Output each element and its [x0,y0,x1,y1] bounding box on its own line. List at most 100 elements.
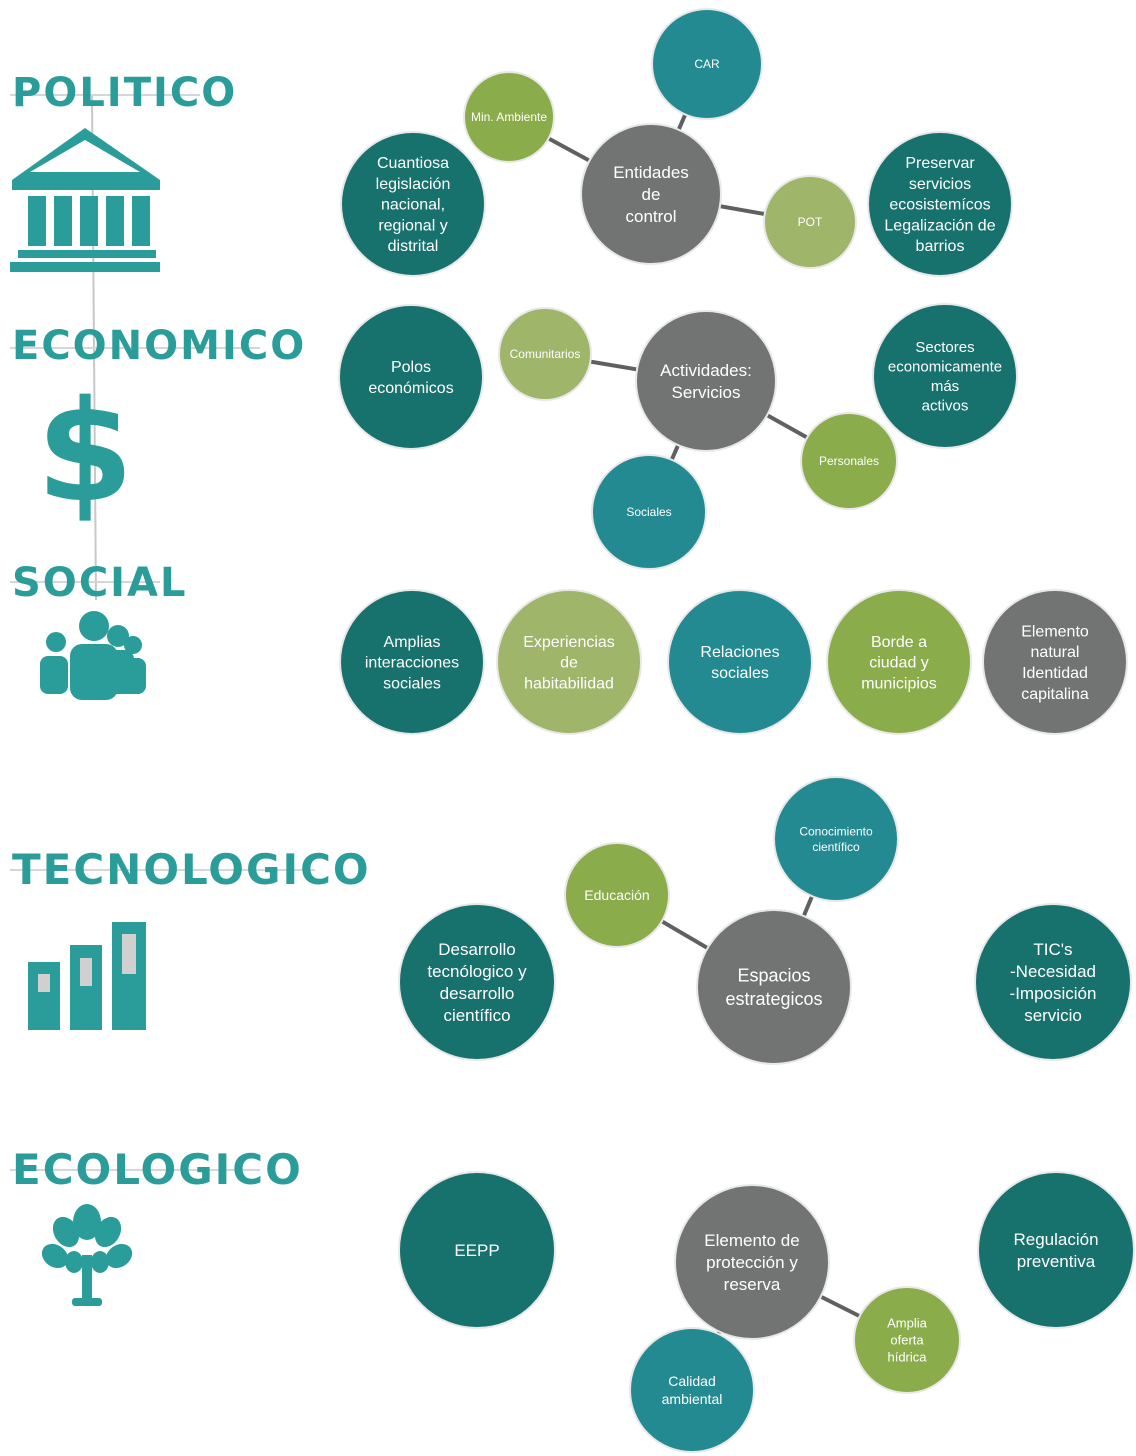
node-car: CAR [651,8,763,120]
category-title-tecnologico: TECNOLOGICO [12,845,371,894]
node-entidades: Entidades de control [580,123,722,265]
category-title-politico: POLITICO [12,70,238,116]
node-circle-regulacion [977,1171,1135,1329]
node-label-sectores: más [931,378,959,395]
node-label-educacion: Educación [584,887,649,903]
node-label-espacios: Espacios [737,966,810,986]
node-label-borde: Borde a [871,634,927,651]
node-circle-espacios [696,909,852,1065]
node-label-cuantiosa: regional y [378,217,447,234]
category-title-economico: ECONOMICO [12,323,307,369]
node-label-elemento-proteccion: Elemento de [704,1231,799,1250]
node-label-cuantiosa: Cuantiosa [377,155,449,172]
node-circle-calidad [629,1327,755,1453]
node-label-tics: servicio [1024,1006,1082,1025]
node-circle-amplias [339,589,485,735]
node-label-cuantiosa: nacional, [381,197,445,214]
node-circle-pot [763,175,857,269]
node-label-polos: económicos [368,380,453,397]
node-label-eepp: EEPP [454,1241,499,1260]
node-label-tics: -Imposición [1010,984,1097,1003]
node-label-borde: ciudad y [869,655,929,672]
node-label-desarrollo: tecnólogico y [427,962,527,981]
node-circle-sectores [872,303,1018,449]
node-circle-experiencias [496,589,642,735]
category-title-social: SOCIAL [12,560,188,606]
node-label-amplia-oferta: hídrica [887,1349,927,1364]
node-label-actividades: Actividades: [660,361,752,380]
node-label-elemento-natural: natural [1031,644,1080,661]
node-circle-tics [974,903,1132,1061]
node-label-preservar: Legalización de [884,217,995,234]
node-label-regulacion: Regulación [1013,1230,1098,1249]
node-circle-preservar [867,131,1013,277]
node-label-elemento-natural: Elemento [1021,623,1089,640]
node-circle-polos [338,304,484,450]
node-label-desarrollo: científico [443,1006,510,1025]
node-circle-elemento-natural [982,589,1128,735]
section-ecologico: EEPP Elemento de protección y reserva Regula… [398,1171,1135,1453]
node-comunitarios: Comunitarios [498,307,592,401]
node-label-espacios: estrategicos [725,989,822,1009]
node-label-preservar: Preservar [905,155,975,172]
node-label-preservar: servicios [909,176,971,193]
node-label-tics: -Necesidad [1010,962,1096,981]
node-circle-amplia-oferta [853,1286,961,1394]
node-circle-personales [800,412,898,510]
node-label-amplia-oferta: oferta [890,1333,924,1348]
node-eepp: EEPP [398,1171,556,1329]
node-circle-sociales-eco [591,454,707,570]
node-label-entidades: de [642,185,661,204]
node-label-preservar: barrios [916,238,965,255]
node-circle-elemento-proteccion [674,1184,830,1340]
node-actividades: Actividades: Servicios [635,310,777,452]
node-circle-entidades [580,123,722,265]
node-label-elemento-proteccion: reserva [724,1275,781,1294]
node-label-elemento-natural: Identidad [1022,665,1088,682]
node-circle-min-ambiente [463,71,555,163]
section-social: AmpliasinteraccionessocialesExperiencias… [339,589,1128,735]
node-label-comunitarios: Comunitarios [510,347,581,361]
node-label-experiencias: Experiencias [523,634,615,651]
node-label-personales: Personales [819,454,879,468]
node-label-tics: TIC's [1033,940,1072,959]
node-polos: Polos económicos [338,304,484,450]
node-label-actividades: Servicios [672,383,741,402]
category-title-ecologico: ECOLOGICO [12,1145,303,1194]
node-label-elemento-proteccion: protección y [706,1253,798,1272]
node-preservar: PreservarserviciosecosistemícosLegalizac… [867,131,1013,277]
node-label-amplias: sociales [383,675,441,692]
node-circle-comunitarios [498,307,592,401]
node-label-desarrollo: Desarrollo [438,940,515,959]
node-label-cuantiosa: legislación [376,176,451,193]
node-label-entidades: Entidades [613,163,689,182]
node-label-relaciones: Relaciones [700,644,779,661]
node-circle-conocimiento [773,776,899,902]
node-circle-actividades [635,310,777,452]
node-sociales-eco: Sociales [591,454,707,570]
node-label-cuantiosa: distrital [388,238,439,255]
node-label-sectores: activos [922,398,969,415]
node-elemento-proteccion: Elemento de protección y reserva [674,1184,830,1340]
node-label-min-ambiente: Min. Ambiente [471,110,547,124]
node-label-entidades: control [625,207,676,226]
node-circle-eepp [398,1171,556,1329]
node-label-car: CAR [694,57,720,71]
node-label-calidad: Calidad [668,1373,715,1389]
node-circle-educacion [564,842,670,948]
node-espacios: Espacios estrategicos [696,909,852,1065]
node-label-polos: Polos [391,359,431,376]
